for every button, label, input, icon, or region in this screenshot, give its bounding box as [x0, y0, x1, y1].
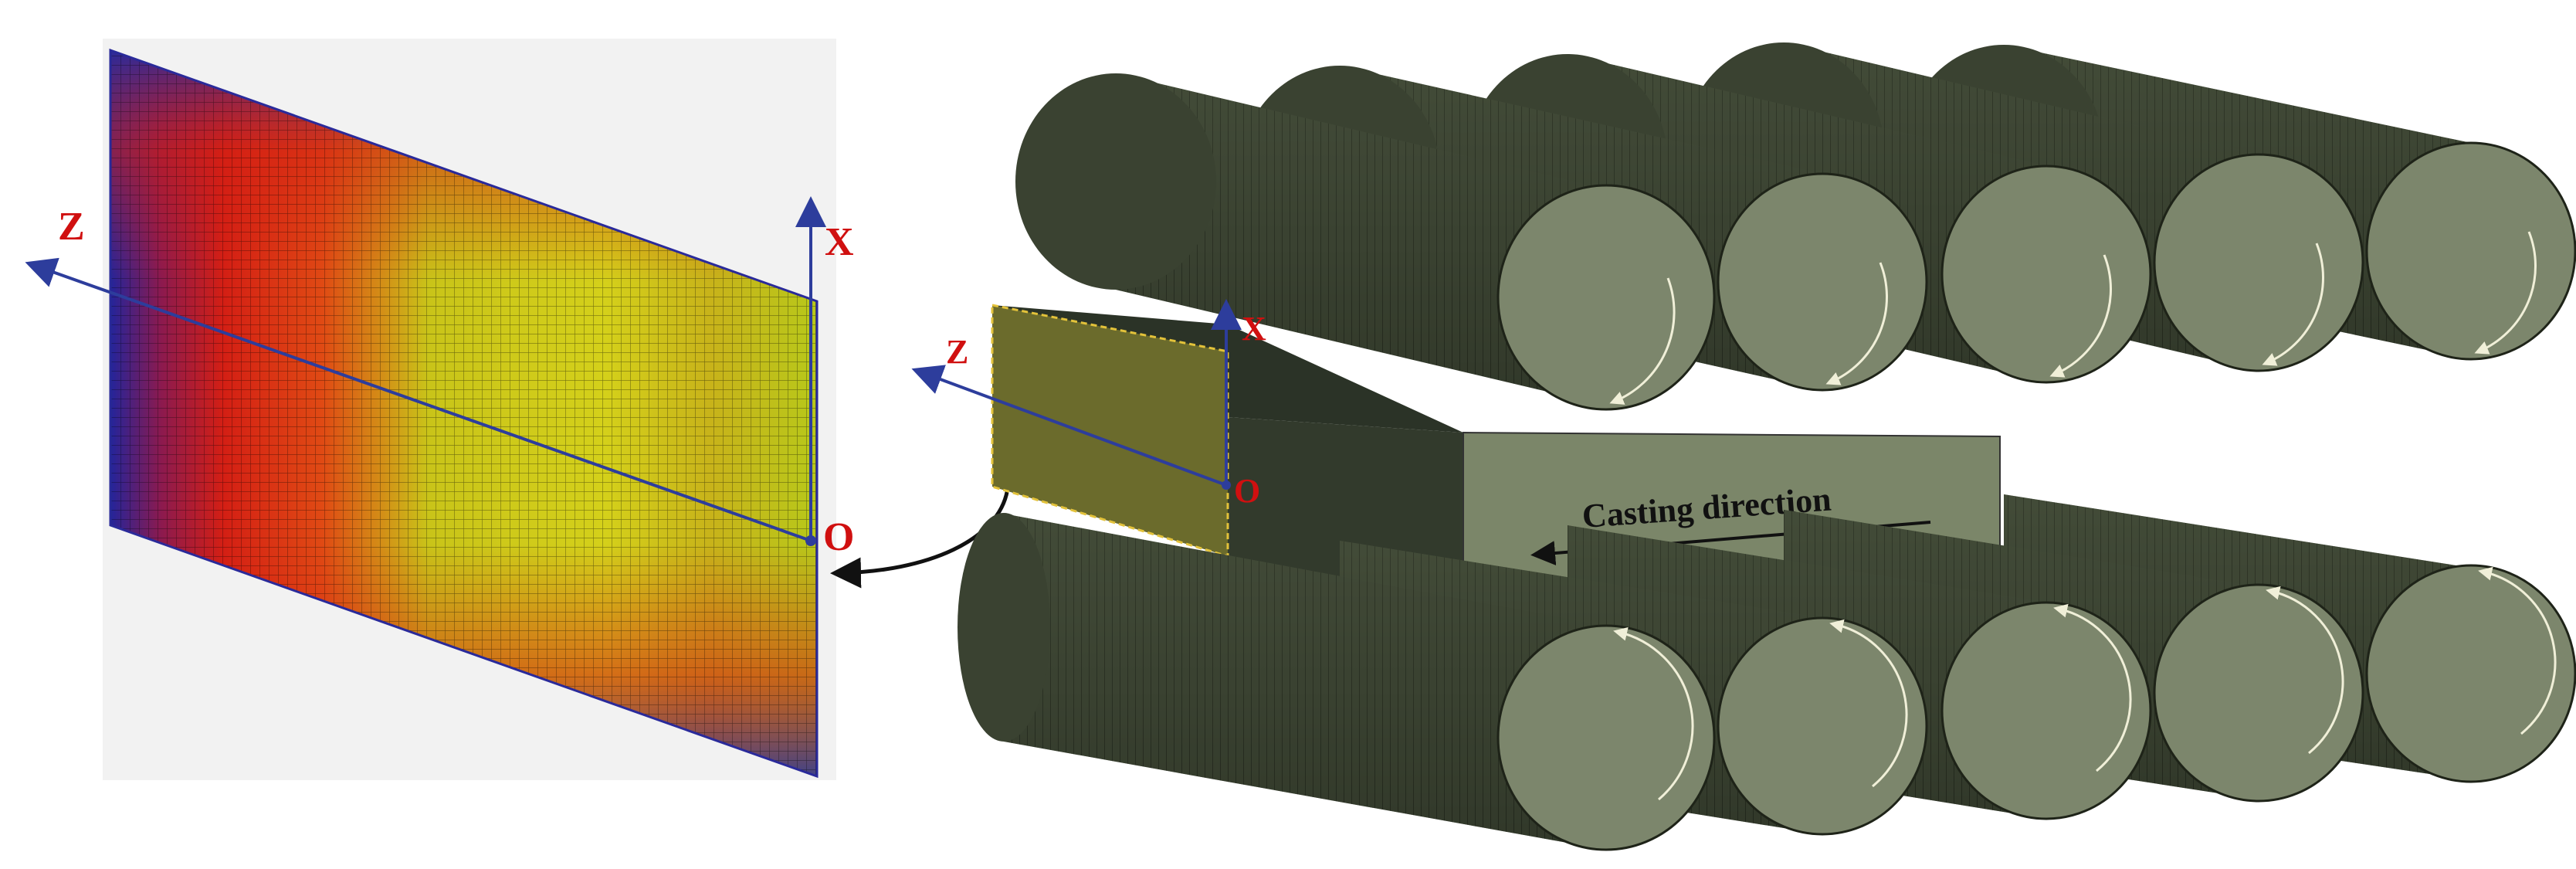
right-x-label: X [1242, 310, 1266, 348]
roller-end-face [1496, 184, 1716, 411]
roller-end-face [1940, 601, 2152, 820]
roller-end-face [1496, 624, 1716, 851]
right-z-label: Z [946, 333, 968, 371]
lower-roller-row [958, 494, 2576, 851]
connector-arrow [830, 487, 1010, 589]
left-z-label: Z [58, 205, 85, 249]
left-x-label: X [825, 220, 854, 264]
roller-end-face [1717, 616, 1928, 836]
left-axes: Z X O [25, 196, 854, 559]
roller-end-face [2365, 564, 2576, 783]
upper-roller [1015, 73, 1716, 411]
roller-end-face [2153, 583, 2364, 803]
lower-roller [958, 513, 1716, 851]
roller-end-face [1717, 172, 1928, 392]
roller-end-face [2153, 153, 2364, 372]
left-origin-label: O [823, 515, 854, 559]
right-origin-dot [1222, 480, 1231, 490]
right-axes: Z X O [911, 299, 1266, 510]
left-z-axis [25, 257, 812, 542]
roller-end-face [2365, 141, 2576, 361]
roller-assembly: Casting direction Z X O [911, 42, 2576, 851]
right-z-axis [911, 365, 1227, 487]
upper-roller-row [1015, 42, 2576, 411]
mesh-panel [103, 39, 836, 780]
right-origin-label: O [1234, 472, 1260, 510]
roller-end-face [1940, 165, 2152, 384]
mesh-grid [110, 50, 817, 776]
left-origin-dot [805, 535, 816, 546]
